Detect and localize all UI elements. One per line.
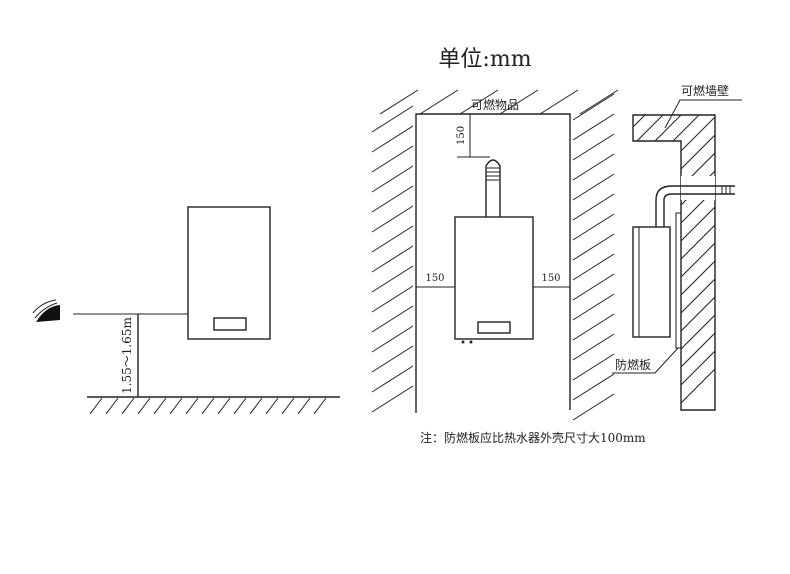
hatch-line bbox=[233, 397, 247, 415]
unit-title: 单位:mm bbox=[438, 47, 531, 72]
left-clearance-label: 150 bbox=[425, 273, 444, 284]
hatch-line bbox=[371, 265, 414, 293]
hatch-line bbox=[371, 325, 414, 353]
hatch-line bbox=[572, 253, 615, 281]
hatch-line bbox=[419, 89, 459, 115]
hatch-line bbox=[572, 273, 615, 301]
water-heater-front bbox=[454, 216, 534, 340]
hatch-line bbox=[572, 233, 615, 261]
hatch-line bbox=[572, 173, 615, 201]
hatch-line bbox=[572, 93, 615, 121]
hatch-line bbox=[371, 225, 414, 253]
hatch-line bbox=[633, 327, 715, 410]
hatch-line bbox=[633, 115, 715, 141]
heater-display bbox=[213, 317, 247, 331]
hatch-line bbox=[633, 363, 715, 410]
side-view-diagram: 可燃墙壁 防燃板 bbox=[612, 83, 742, 411]
hatch-line bbox=[572, 333, 615, 361]
fireproof-plate bbox=[675, 212, 682, 349]
hatch-line bbox=[459, 89, 499, 115]
top-clearance-label: 150 bbox=[456, 126, 467, 145]
hatch-line bbox=[169, 397, 183, 415]
hatch-line bbox=[633, 115, 715, 159]
heater-connector bbox=[461, 340, 465, 344]
hatch-line bbox=[371, 245, 414, 273]
combustible-wall-label: 可燃墙壁 bbox=[681, 83, 729, 98]
hatch-line bbox=[572, 153, 615, 181]
hatch-line bbox=[572, 313, 615, 341]
height-diagram: 1.55～1.65m bbox=[32, 206, 340, 415]
hatch-line bbox=[572, 133, 615, 161]
hatch-line bbox=[371, 185, 414, 213]
hatch-line bbox=[572, 293, 615, 321]
wall-hatching bbox=[371, 89, 619, 421]
note-text: 注：防燃板应比热水器外壳尺寸大100mm bbox=[420, 430, 646, 445]
hatch-line bbox=[572, 353, 615, 381]
plate-label-leader bbox=[612, 347, 679, 374]
water-heater-side bbox=[632, 226, 671, 338]
hatch-line bbox=[572, 393, 615, 421]
hatch-line bbox=[572, 113, 615, 141]
hatch-line bbox=[249, 397, 263, 415]
heater-connector bbox=[469, 340, 473, 344]
clearance-diagram: 可燃物品 150 150 150 bbox=[371, 89, 619, 421]
flue-pipe-side bbox=[655, 185, 735, 227]
hatch-line bbox=[265, 397, 279, 415]
hatch-line bbox=[371, 385, 414, 413]
hatch-line bbox=[201, 397, 215, 415]
hatch-line bbox=[539, 89, 579, 115]
hatch-line bbox=[371, 125, 414, 153]
hatch-line bbox=[572, 213, 615, 241]
hatch-line bbox=[371, 105, 414, 133]
water-heater-front bbox=[187, 206, 271, 340]
right-clearance-label: 150 bbox=[541, 273, 560, 284]
hatch-line bbox=[572, 193, 615, 221]
hatch-line bbox=[371, 365, 414, 393]
hatch-line bbox=[185, 397, 199, 415]
hatch-line bbox=[281, 397, 295, 415]
hatch-line bbox=[105, 397, 119, 415]
floor-hatching bbox=[89, 397, 327, 415]
hatch-line bbox=[371, 305, 414, 333]
hatch-line bbox=[579, 89, 619, 115]
hatch-line bbox=[217, 397, 231, 415]
hatch-line bbox=[153, 397, 167, 415]
fireproof-plate-label: 防燃板 bbox=[615, 357, 651, 372]
hatch-line bbox=[371, 285, 414, 313]
hatch-line bbox=[572, 373, 615, 401]
hatch-line bbox=[371, 345, 414, 373]
hatch-line bbox=[371, 165, 414, 193]
eye-icon bbox=[32, 299, 60, 322]
combustible-items-label: 可燃物品 bbox=[471, 97, 519, 112]
hatch-line bbox=[297, 397, 311, 415]
niche-outline bbox=[415, 113, 571, 413]
hatch-line bbox=[89, 397, 103, 415]
hatch-line bbox=[379, 89, 419, 115]
hatch-line bbox=[499, 89, 539, 115]
wall-label-leader bbox=[664, 99, 742, 129]
height-label: 1.55～1.65m bbox=[120, 317, 134, 394]
hatch-line bbox=[121, 397, 135, 415]
heater-display bbox=[477, 321, 511, 334]
hatch-line bbox=[137, 397, 151, 415]
combustible-wall bbox=[632, 114, 716, 411]
hatch-line bbox=[371, 145, 414, 173]
hatch-line bbox=[371, 205, 414, 233]
hatch-line bbox=[313, 397, 327, 415]
flue-pipe bbox=[485, 159, 501, 217]
